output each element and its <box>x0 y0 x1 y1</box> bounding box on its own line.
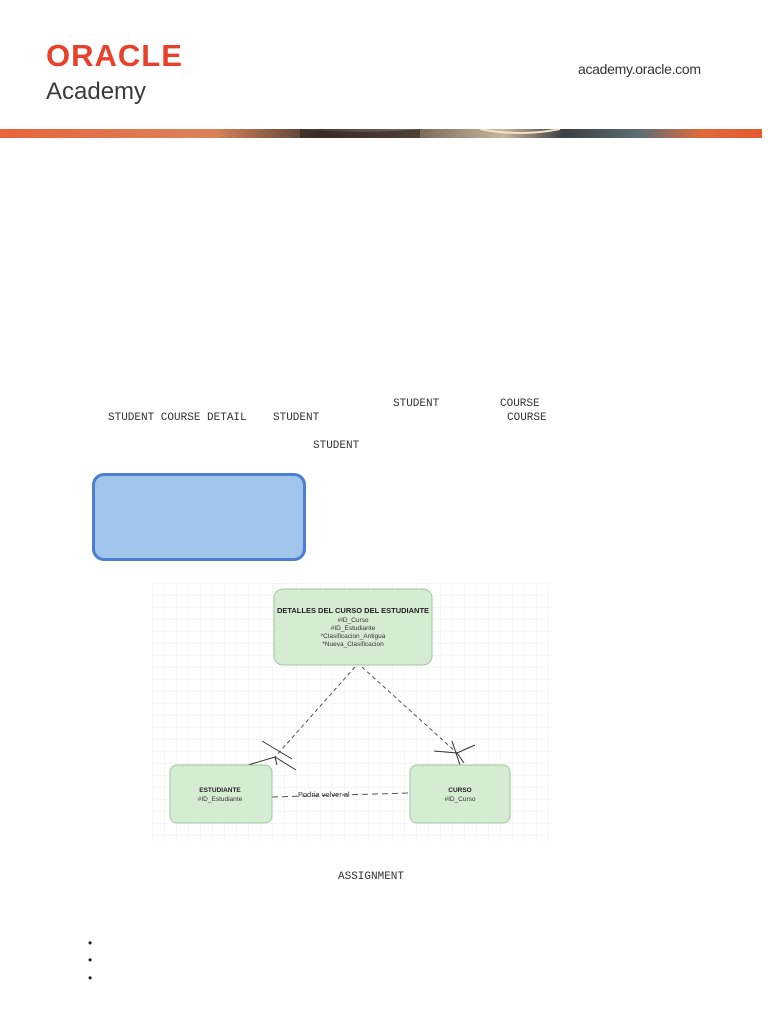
crows-foot-course-icon <box>433 740 476 766</box>
detail-entity-box[interactable] <box>273 588 433 666</box>
student-entity-title: ESTUDIANTE <box>199 787 241 794</box>
detail-attr-2: #ID_Estudiante <box>331 625 376 632</box>
detail-entity-title: DETALLES DEL CURSO DEL ESTUDIANTE <box>277 606 429 615</box>
course-attr: #ID_Curso <box>444 796 475 803</box>
course-entity-box[interactable] <box>409 764 511 824</box>
text-student-2: STUDENT <box>273 412 320 424</box>
course-entity-title: CURSO <box>448 787 471 794</box>
callout-box <box>92 473 306 561</box>
site-url[interactable]: academy.oracle.com <box>578 61 701 77</box>
text-course-1: COURSE <box>500 398 540 410</box>
header-banner <box>0 127 762 138</box>
text-student-3: STUDENT <box>313 440 360 452</box>
detail-attr-1: #ID_Curso <box>337 617 368 624</box>
bullet-item: • <box>88 953 96 967</box>
detail-attr-4: *Nueva_Clasificacion <box>322 641 384 648</box>
crows-foot-student-icon <box>247 740 297 771</box>
text-course-2: COURSE <box>507 412 547 424</box>
assignment-label: ASSIGNMENT <box>338 871 405 883</box>
erd-diagram: DETALLES DEL CURSO DEL ESTUDIANTE #ID_Cu… <box>152 583 550 841</box>
relationship-label: Podria volver al <box>298 790 350 799</box>
academy-label: Academy <box>46 78 147 105</box>
student-attr: #ID_Estudiante <box>198 796 243 803</box>
detail-student-line <box>274 666 356 758</box>
student-course-line <box>271 792 411 798</box>
student-entity-box[interactable] <box>169 764 273 824</box>
detail-attr-3: *Clasificacion_Antigua <box>321 633 386 640</box>
bullet-item: • <box>88 971 96 985</box>
oracle-logo: ORACLE <box>46 38 183 73</box>
text-student-course-detail: STUDENT COURSE DETAIL <box>108 412 247 424</box>
bullet-item: • <box>88 936 96 950</box>
text-student-1: STUDENT <box>393 398 440 410</box>
detail-course-line <box>361 666 458 754</box>
